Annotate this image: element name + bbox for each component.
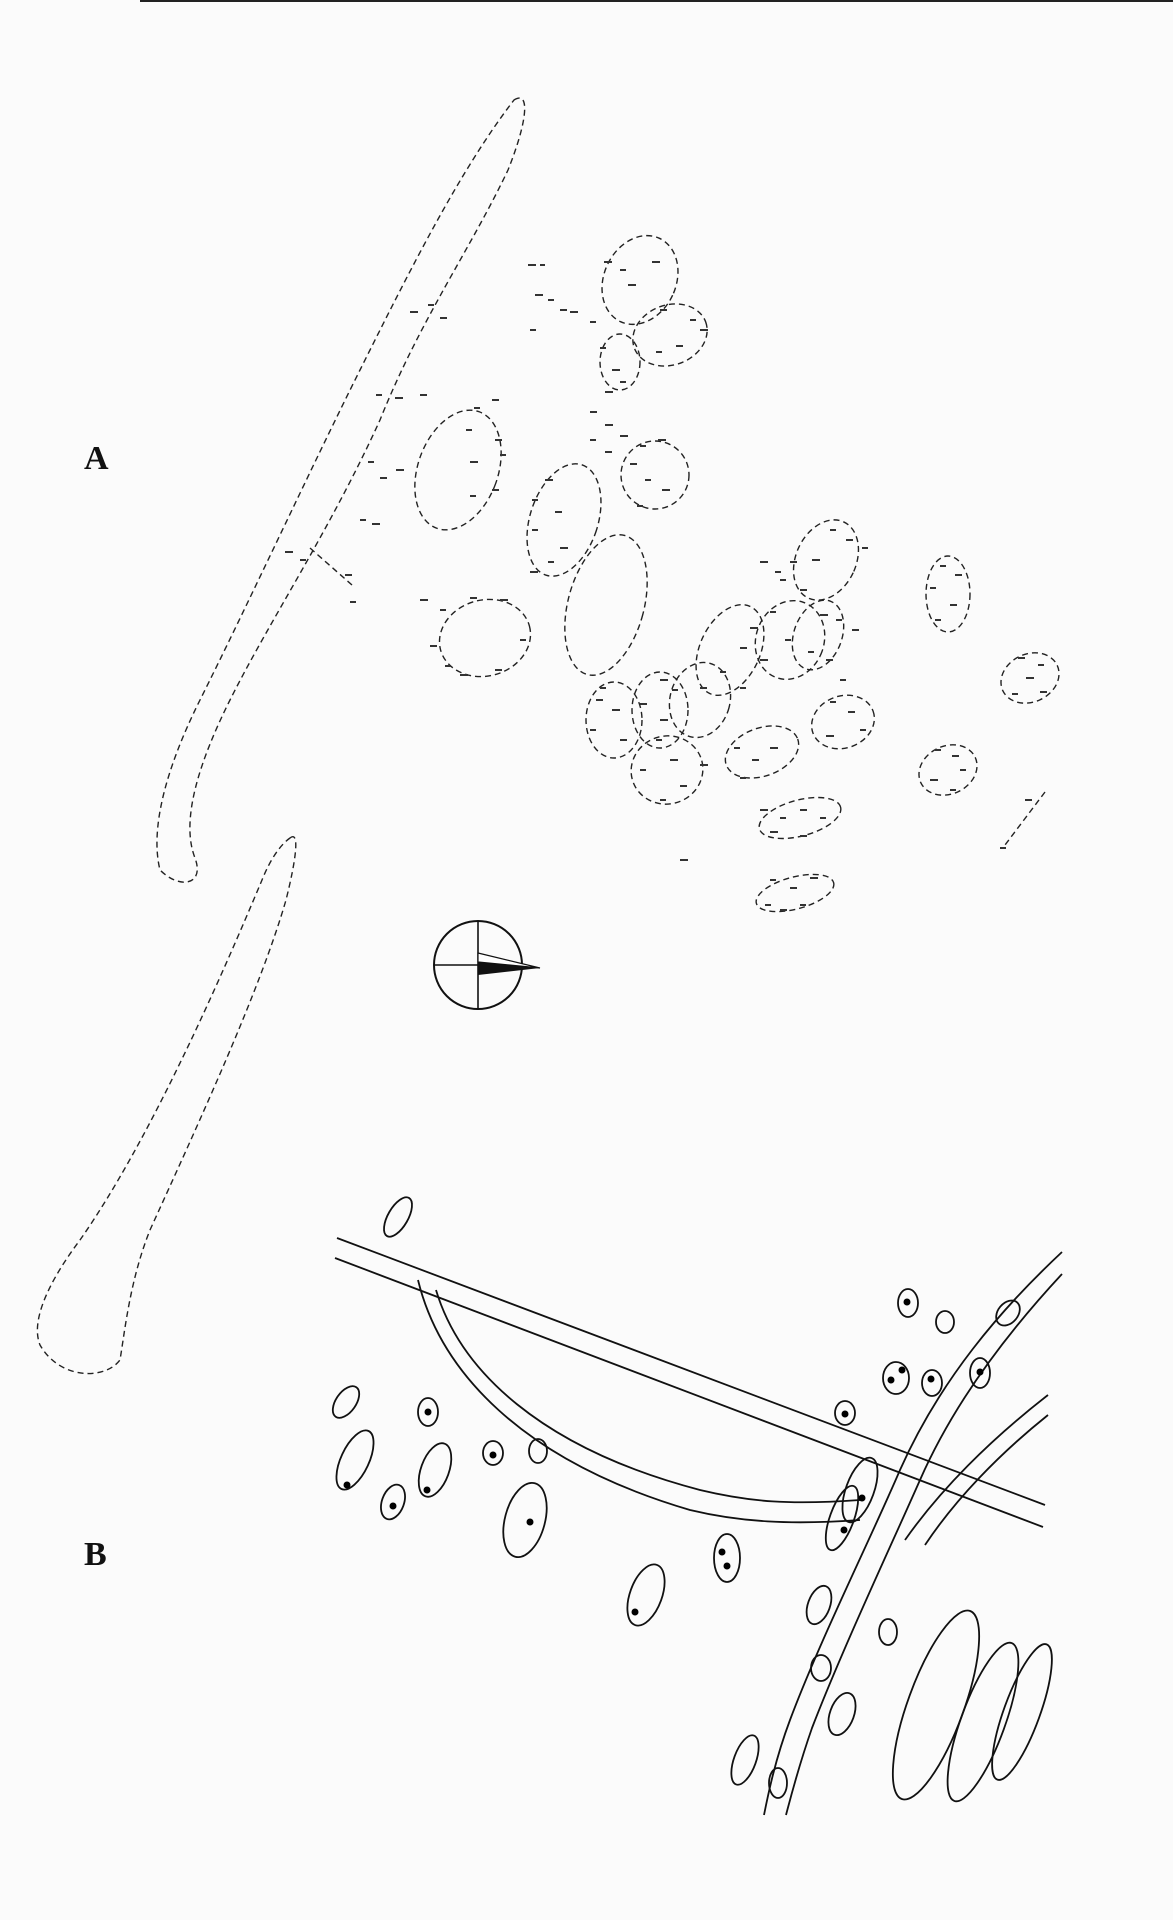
- feature-ellipse: [438, 598, 532, 678]
- lower-trench-outline: [36, 836, 297, 1375]
- panel-a-label: A: [84, 440, 109, 477]
- level-reading-marks: [285, 261, 1047, 911]
- dashed-feature-line: [309, 547, 353, 586]
- pit-feature: [417, 1397, 439, 1427]
- pit-feature: [995, 1299, 1021, 1327]
- pit-feature: [335, 1429, 375, 1491]
- feature-ellipse: [925, 555, 971, 633]
- pit-feature: [417, 1442, 453, 1498]
- long-trench-feature: [946, 1641, 1020, 1803]
- pit-feature: [834, 1400, 856, 1426]
- dashed-feature-line: [1004, 791, 1046, 846]
- pit-feature: [824, 1484, 860, 1552]
- diagonal-road-edge: [763, 1251, 1063, 1816]
- feature-ellipse: [631, 671, 689, 749]
- feature-ellipse: [918, 744, 978, 796]
- pit-feature: [827, 1692, 857, 1736]
- pit-feature: [878, 1618, 898, 1646]
- long-trench-feature: [991, 1643, 1053, 1781]
- compass-north-arrow-icon: [433, 920, 541, 1010]
- pit-feature: [383, 1196, 413, 1238]
- diagonal-road-edge: [785, 1273, 1063, 1816]
- feature-ellipse: [724, 725, 800, 779]
- curved-road-edge: [435, 1289, 861, 1504]
- pit-feature: [810, 1654, 832, 1682]
- pit-feature: [331, 1385, 361, 1419]
- feature-ellipse: [564, 534, 648, 676]
- feature-ellipse: [585, 681, 643, 759]
- feature-ellipse: [668, 661, 732, 739]
- feature-ellipse: [754, 599, 826, 681]
- curved-road-edge: [417, 1279, 861, 1524]
- pit-feature: [380, 1483, 406, 1521]
- feature-ellipse: [620, 440, 690, 510]
- feature-cluster-ellipses: [309, 234, 1060, 913]
- fork-road-edge: [924, 1414, 1049, 1546]
- feature-ellipse: [810, 694, 876, 750]
- pit-feature: [897, 1288, 919, 1318]
- pit-feature: [882, 1361, 910, 1395]
- pit-feature: [482, 1440, 504, 1466]
- panel-a-plan: [36, 97, 1060, 1375]
- feature-ellipse: [630, 735, 704, 805]
- feature-ellipse: [414, 409, 502, 531]
- top-border-line: [140, 0, 1173, 2]
- upper-trench-outline: [156, 97, 526, 883]
- pit-feature: [841, 1456, 879, 1524]
- pit-feature: [935, 1310, 955, 1334]
- pit-feature: [626, 1563, 666, 1627]
- pit-feature: [805, 1584, 833, 1626]
- panel-b-plan: [331, 1196, 1063, 1816]
- pit-feature: [730, 1734, 760, 1786]
- feature-ellipse: [695, 603, 765, 697]
- pit-centre-dots: [343, 1298, 984, 1616]
- straight-road-edge: [336, 1237, 1046, 1506]
- panel-b-label: B: [84, 1536, 107, 1573]
- feature-ellipse: [792, 519, 860, 601]
- long-trench-feature: [891, 1609, 981, 1801]
- feature-ellipse: [601, 234, 679, 326]
- pit-feature: [528, 1438, 548, 1464]
- feature-ellipse: [791, 599, 845, 671]
- feature-ellipse: [755, 873, 835, 913]
- feature-ellipse: [526, 463, 602, 577]
- pit-feature: [921, 1369, 943, 1397]
- feature-ellipse: [632, 303, 708, 367]
- feature-ellipse: [1000, 652, 1060, 704]
- pit-feature: [713, 1533, 741, 1583]
- fork-road-edge: [904, 1394, 1049, 1541]
- straight-road-edge: [334, 1257, 1044, 1528]
- excavated-pit-features: [331, 1196, 1053, 1803]
- pit-feature: [768, 1767, 788, 1799]
- feature-ellipse: [758, 796, 842, 840]
- pit-feature: [502, 1482, 548, 1558]
- pit-feature: [969, 1357, 991, 1389]
- feature-ellipse: [599, 333, 641, 391]
